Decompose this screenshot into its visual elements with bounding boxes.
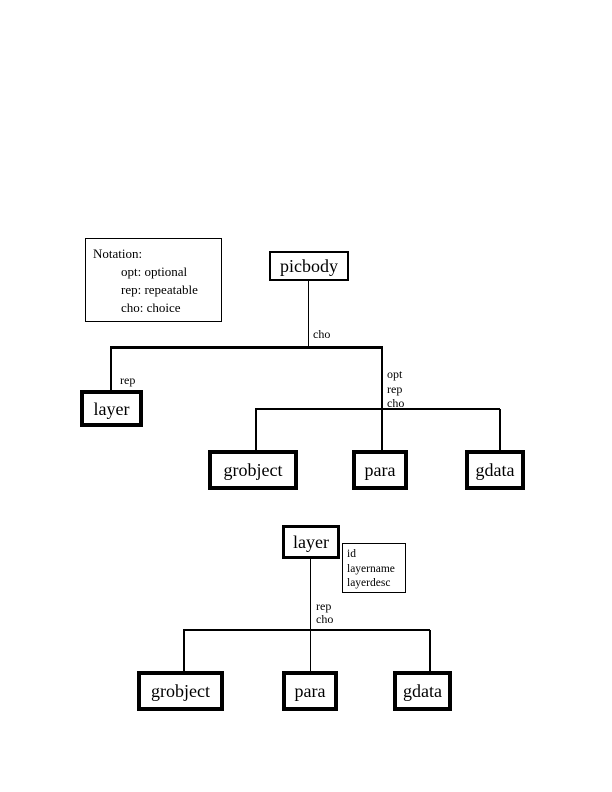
connector-layer-drop xyxy=(110,348,112,390)
notation-item-rep: rep: repeatable xyxy=(121,282,198,297)
node-layer-top: layer xyxy=(80,390,143,427)
connector-layer-stem xyxy=(309,559,311,671)
node-grobject-top: grobject xyxy=(208,450,298,490)
node-para-top: para xyxy=(352,450,408,490)
edge-label-layer-rep: rep xyxy=(120,373,136,387)
attribute-layername: layername xyxy=(347,562,395,575)
edge-label-layer2-cho: cho xyxy=(316,612,334,626)
edge-label-group-opt: opt xyxy=(387,367,403,381)
edge-label-layer2-rep: rep xyxy=(316,598,332,613)
attribute-id: id xyxy=(347,548,356,560)
notation-title: Notation: xyxy=(93,246,143,261)
connector-grobject2-drop xyxy=(183,630,185,671)
node-para-bottom: para xyxy=(282,671,338,711)
notation-legend-box: Notation: opt: optional rep: repeatable … xyxy=(85,238,222,322)
connector-picbody-stem xyxy=(307,281,309,346)
notation-item-cho: cho: choice xyxy=(121,300,181,315)
connector-choice-drop xyxy=(381,348,383,450)
connector-gdata2-drop xyxy=(429,630,431,671)
node-picbody: picbody xyxy=(269,251,349,281)
connector-layer-branch xyxy=(183,629,430,631)
edge-label-group-rep: rep xyxy=(387,381,403,396)
node-grobject-bottom: grobject xyxy=(137,671,224,711)
connector-choice-branch xyxy=(255,408,500,410)
connector-picbody-branch xyxy=(110,346,383,349)
edge-label-group-cho: cho xyxy=(387,396,405,410)
node-gdata-bottom: gdata xyxy=(393,671,452,711)
connector-grobject-drop xyxy=(255,409,257,450)
node-gdata-top: gdata xyxy=(465,450,525,490)
attribute-layerdesc: layerdesc xyxy=(347,577,391,589)
edge-label-picbody-cho: cho xyxy=(313,327,331,341)
connector-gdata-drop xyxy=(499,409,501,450)
notation-item-opt: opt: optional xyxy=(121,264,188,279)
layer-attributes-box: id layername layerdesc xyxy=(342,543,406,593)
node-layer-root: layer xyxy=(282,525,340,559)
